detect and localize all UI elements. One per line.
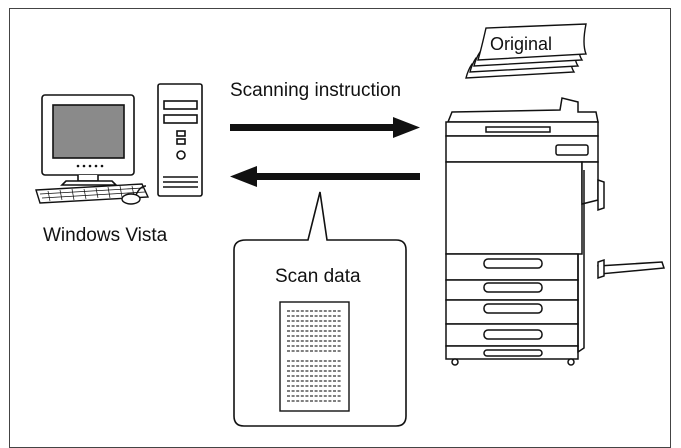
tower-pc-icon [157, 83, 203, 197]
original-label: Original [490, 34, 553, 54]
keyboard-icon [35, 183, 150, 204]
original-paper-stack-icon [465, 23, 588, 79]
right-arrow-icon [230, 117, 420, 138]
scan-data-label: Scan data [275, 266, 361, 287]
computer-os-label: Windows Vista [43, 225, 168, 246]
diagram-canvas: Scanning instruction Windows Vista Origi… [9, 8, 671, 448]
scanned-document-icon [279, 301, 350, 412]
scan-instruction-label: Scanning instruction [230, 80, 402, 101]
computer-monitor-icon [41, 94, 135, 186]
mouse-icon [121, 185, 147, 205]
left-arrow-icon [230, 166, 420, 187]
diagram-illustration [35, 23, 666, 427]
multifunction-printer-icon [445, 97, 666, 366]
